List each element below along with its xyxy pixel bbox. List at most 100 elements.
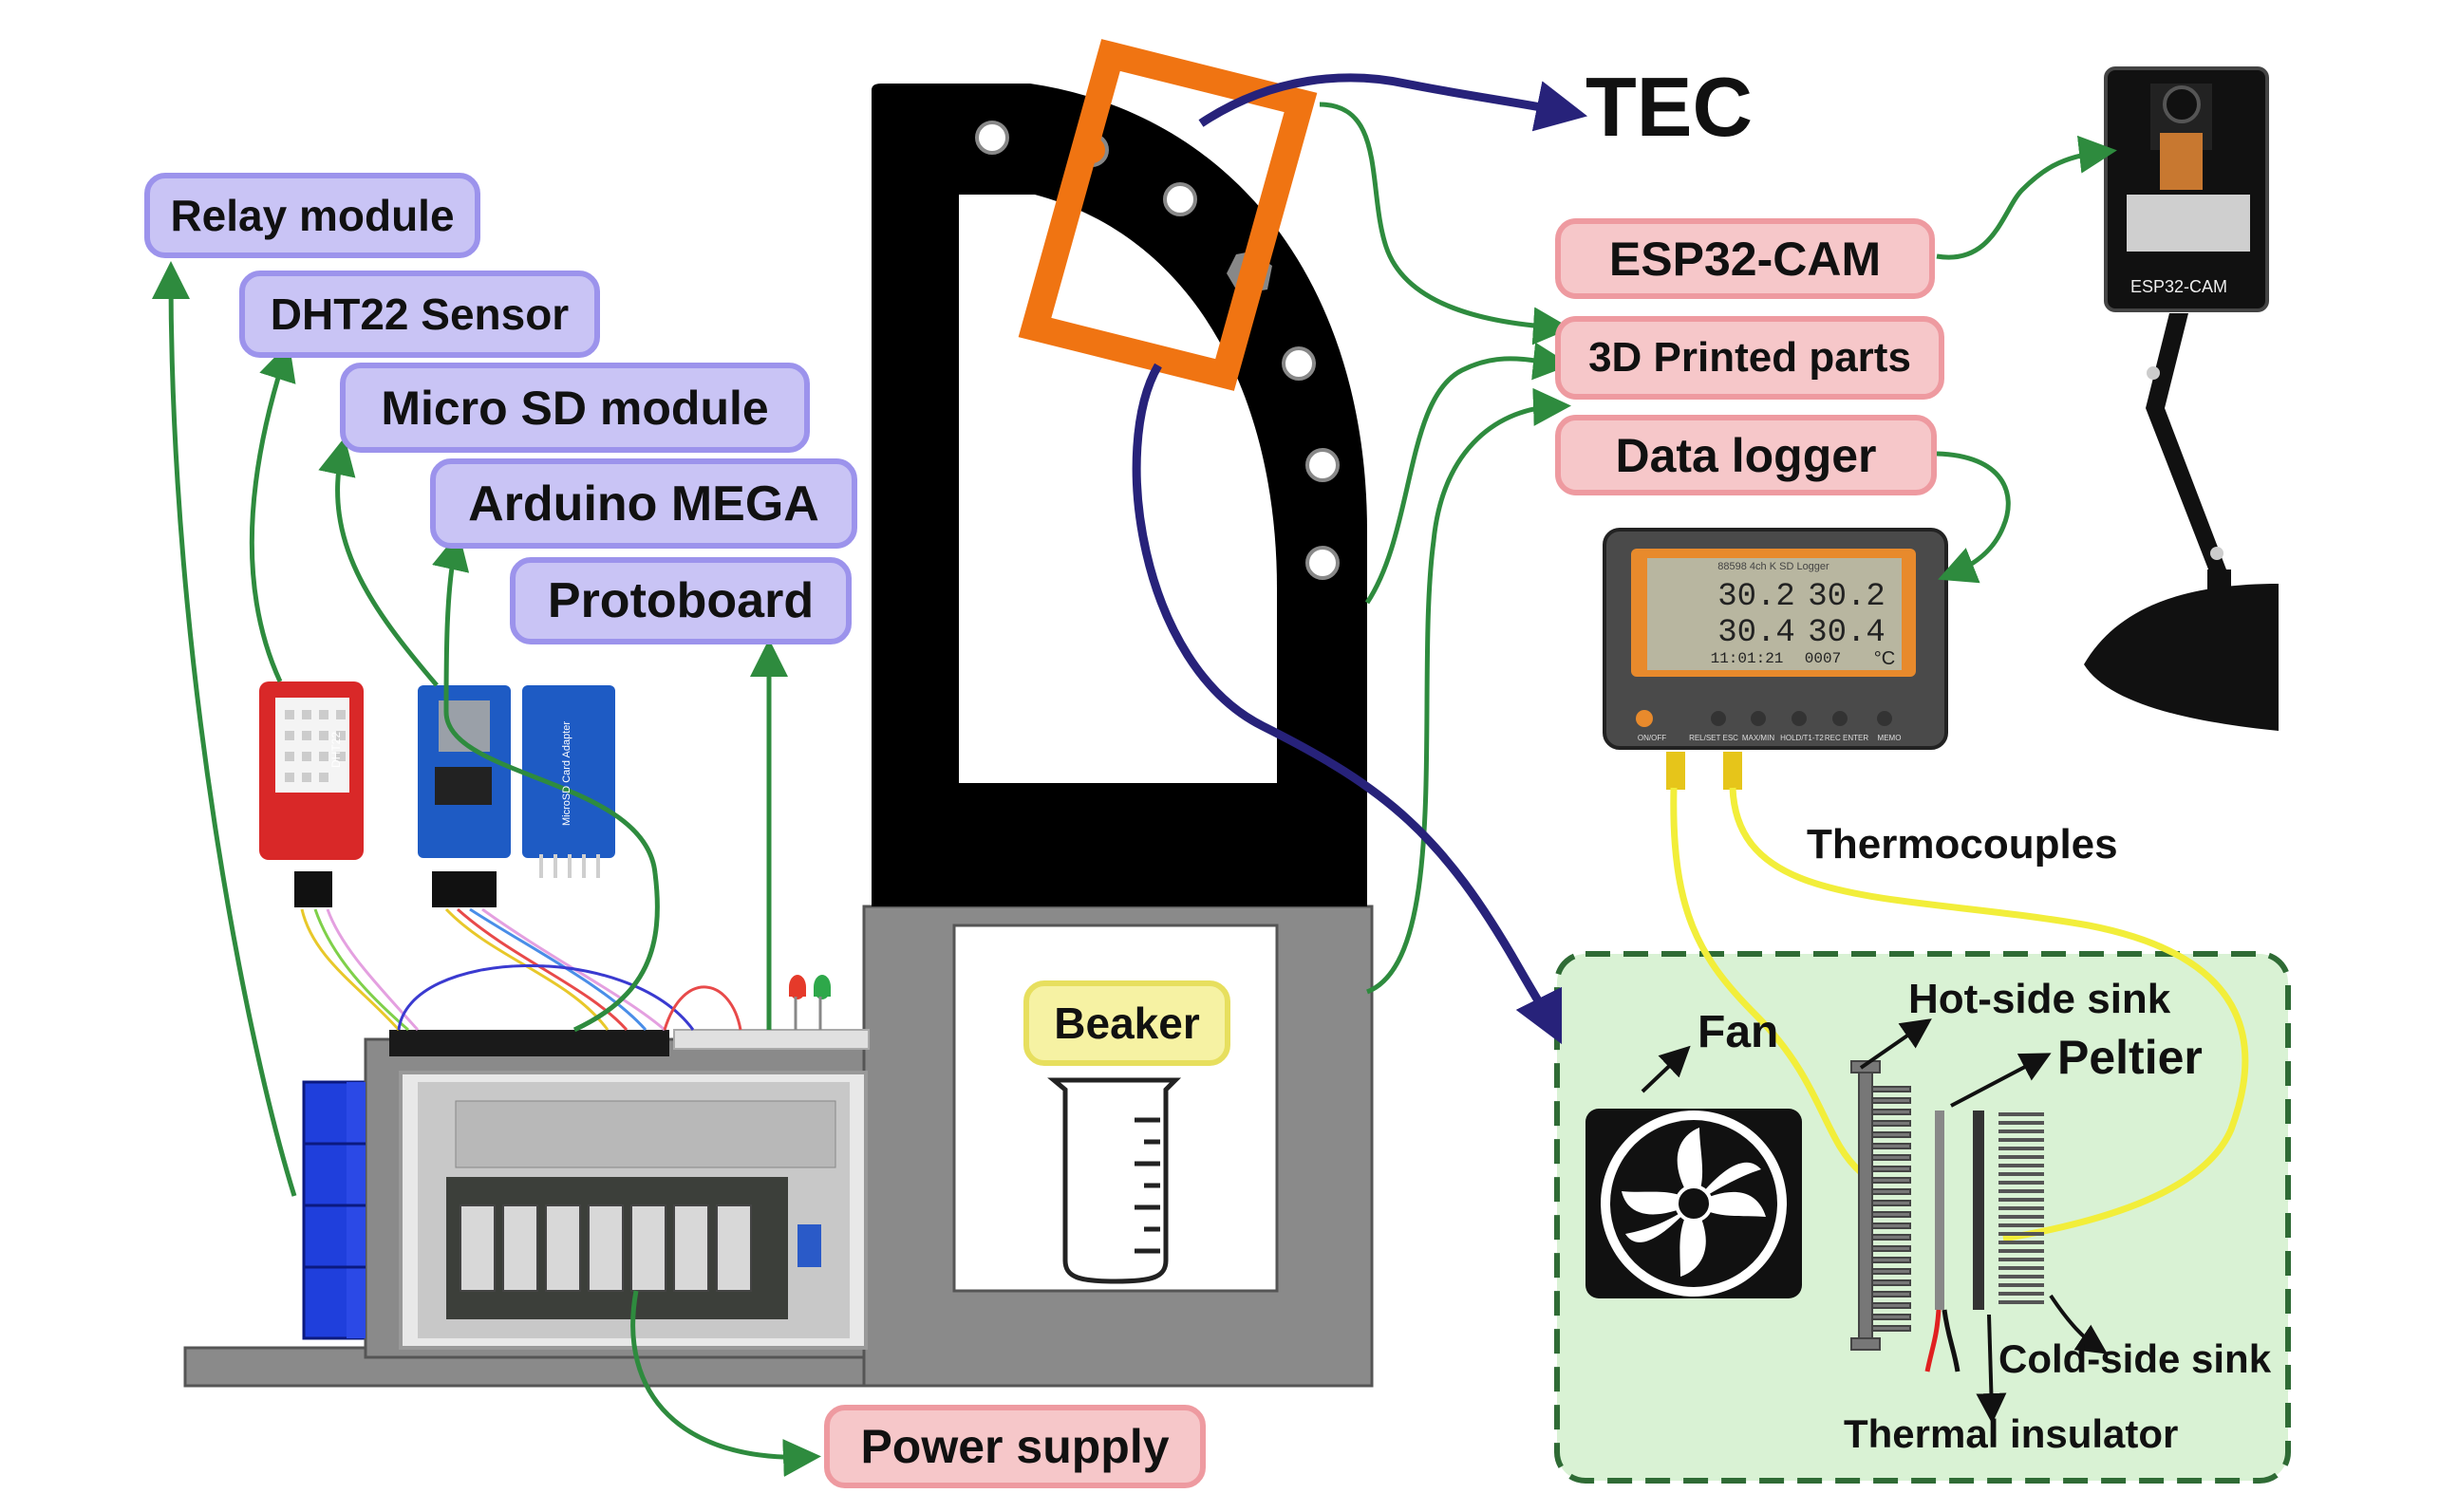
peltier-element [1924, 1111, 1984, 1372]
label-protoboard: Protoboard [510, 557, 852, 644]
label-thermal-insulator: Thermal insulator [1844, 1411, 2179, 1456]
hot-sink-fin [1871, 1109, 1911, 1115]
label-cold-side-sink: Cold-side sink [1998, 1336, 2272, 1381]
cold-sink-fin [1998, 1164, 2044, 1167]
logger-button-label: REC ENTER [1825, 734, 1868, 742]
cold-sink-fin [1998, 1172, 2044, 1176]
cold-sink-fin [1998, 1181, 2044, 1185]
data-logger-device [1603, 528, 1948, 790]
cold-sink-fin [1998, 1198, 2044, 1202]
label-data-logger: Data logger [1555, 415, 1937, 495]
esp32-cam-stand [2084, 313, 2279, 731]
thermocouple-wire-2 [1729, 787, 2249, 1242]
cold-sink-fin [1998, 1266, 2044, 1270]
logger-t3: 30.4 [1717, 615, 1795, 651]
label-hot-side-sink: Hot-side sink [1908, 976, 2171, 1022]
dht22-board [259, 681, 364, 907]
cold-sink-fin [1998, 1206, 2044, 1210]
hot-sink-fin [1871, 1200, 1911, 1206]
logger-button-label: MEMO [1878, 734, 1902, 742]
logger-button-labels: ON/OFF REL/SET ESC MAX/MIN HOLD/T1-T2 RE… [1638, 734, 1902, 742]
cold-sink-fin [1998, 1138, 2044, 1142]
logger-button-label: HOLD/T1-T2 [1780, 734, 1824, 742]
cold-sink-fin [1998, 1241, 2044, 1244]
hot-sink-fin [1871, 1086, 1911, 1092]
label-beaker: Beaker [1023, 980, 1230, 1066]
cold-sink-fin [1998, 1300, 2044, 1304]
label-tec: TEC [1585, 60, 1753, 154]
logger-t4: 30.4 [1808, 615, 1886, 651]
hot-sink-fin [1871, 1223, 1911, 1229]
hot-sink-fin [1871, 1279, 1911, 1286]
beaker-icon [1047, 1077, 1182, 1284]
label-arduino-mega: Arduino MEGA [430, 458, 857, 549]
hot-side-sink [1850, 1060, 1911, 1351]
board-text-dht: DHT22 [329, 732, 343, 768]
label-power-supply: Power supply [824, 1405, 1206, 1488]
cold-sink-fin [1998, 1155, 2044, 1159]
protoboard-strip [673, 1029, 870, 1050]
hot-sink-fin [1871, 1097, 1911, 1104]
hot-sink-fin [1871, 1154, 1911, 1161]
label-fan: Fan [1698, 1007, 1779, 1057]
cold-sink-fin [1998, 1283, 2044, 1287]
hot-sink-fin [1871, 1188, 1911, 1195]
tec-outline [1018, 39, 1318, 391]
hot-sink-fin [1871, 1257, 1911, 1263]
logger-top-text: 88598 4ch K SD Logger [1717, 561, 1829, 572]
logger-t1: 30.2 [1717, 579, 1795, 615]
cold-sink-fin [1998, 1112, 2044, 1116]
hot-sink-fin [1871, 1302, 1911, 1309]
hot-sink-fin [1871, 1325, 1911, 1332]
logger-index: 0007 [1805, 650, 1841, 667]
hot-sink-fin [1871, 1177, 1911, 1184]
annotation-arrows [1641, 1018, 2108, 1424]
label-relay-module: Relay module [144, 173, 480, 258]
esp32-cam-board [2104, 66, 2269, 312]
hot-sink-fin [1871, 1120, 1911, 1127]
logger-button-label: ON/OFF [1638, 734, 1666, 742]
jumper-wires [300, 907, 742, 1032]
cold-side-sink [1998, 1112, 2044, 1304]
cold-sink-fin [1998, 1275, 2044, 1279]
label-dht22-sensor: DHT22 Sensor [239, 271, 600, 358]
cold-sink-fin [1998, 1249, 2044, 1253]
printed-d-frame [872, 84, 1367, 906]
label-3d-printed-parts: 3D Printed parts [1555, 316, 1944, 400]
logger-button-label: MAX/MIN [1742, 734, 1774, 742]
cold-sink-fin [1998, 1292, 2044, 1296]
hot-sink-fin [1871, 1143, 1911, 1149]
label-esp32-cam: ESP32-CAM [1555, 218, 1935, 299]
status-leds [789, 975, 831, 1030]
hot-sink-fin [1871, 1234, 1911, 1241]
thermocouple-wire-1 [1670, 787, 1864, 1175]
tec-arrows [1132, 73, 1588, 1045]
logger-unit: °C [1874, 648, 1895, 669]
hot-sink-fin [1871, 1211, 1911, 1218]
hot-sink-fin [1871, 1131, 1911, 1138]
relay-module-block [302, 1080, 366, 1340]
cold-sink-fin [1998, 1258, 2044, 1261]
cold-sink-fin [1998, 1147, 2044, 1150]
logger-button-label: REL/SET ESC [1689, 734, 1738, 742]
hot-sink-fin [1871, 1245, 1911, 1252]
arduino-board [389, 1030, 669, 1056]
hot-sink-fin [1871, 1291, 1911, 1297]
cold-sink-fin [1998, 1223, 2044, 1227]
green-arrows [152, 102, 2117, 1477]
board-text-esp32: ESP32-CAM [2130, 277, 2227, 296]
cold-sink-fin [1998, 1232, 2044, 1236]
label-micro-sd-module: Micro SD module [340, 363, 810, 453]
logger-t2: 30.2 [1808, 579, 1886, 615]
fan-icon [1585, 1109, 1802, 1298]
hot-sink-fin [1871, 1268, 1911, 1275]
board-text-sd: MicroSD Card Adapter [561, 721, 572, 826]
logger-time: 11:01:21 [1711, 650, 1784, 667]
cold-sink-fin [1998, 1121, 2044, 1125]
label-peltier: Peltier [2057, 1031, 2203, 1084]
hot-sink-fin [1871, 1314, 1911, 1320]
cold-sink-fin [1998, 1215, 2044, 1219]
cold-sink-fin [1998, 1129, 2044, 1133]
cold-sink-fin [1998, 1189, 2044, 1193]
